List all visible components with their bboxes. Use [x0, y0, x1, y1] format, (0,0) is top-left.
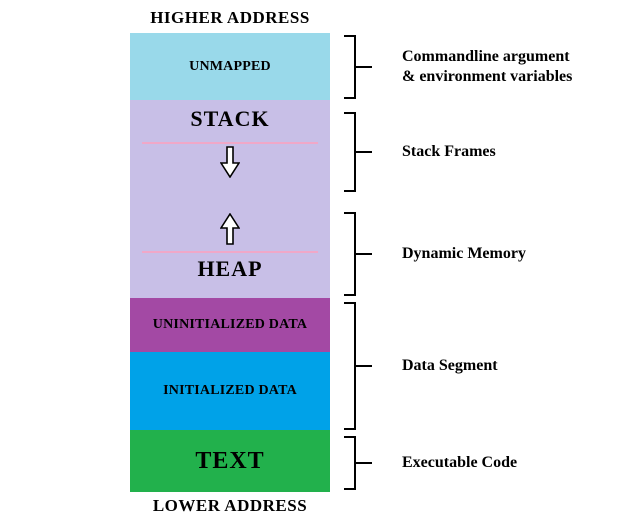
annotation-unmapped: Commandline argument & environment varia…: [344, 35, 572, 99]
annotation-stack-frames: Stack Frames: [344, 112, 496, 192]
bracket-tick: [354, 66, 372, 68]
up-arrow-icon: [220, 213, 240, 245]
annotation-unmapped-line1: Commandline argument: [402, 48, 570, 65]
block-stack-heap: STACK HEAP: [130, 100, 330, 298]
uninitialized-data-label: UNINITIALIZED DATA: [152, 317, 308, 332]
down-arrow-icon: [220, 146, 240, 178]
heap-label: HEAP: [197, 256, 263, 281]
unmapped-label: UNMAPPED: [189, 58, 271, 74]
bracket-icon: [344, 112, 372, 192]
stack-divider-line: [142, 142, 318, 144]
bracket-icon: [344, 212, 372, 296]
bracket-icon: [344, 302, 372, 430]
bracket-icon: [344, 436, 372, 490]
annotation-data-segment: Data Segment: [344, 302, 498, 430]
annotation-dynamic-memory: Dynamic Memory: [344, 212, 526, 296]
heap-divider-line: [142, 251, 318, 253]
lower-address-label: LOWER ADDRESS: [152, 496, 308, 515]
higher-address-label: HIGHER ADDRESS: [150, 8, 310, 27]
annotation-executable-code: Executable Code: [344, 436, 517, 490]
bracket-tick: [354, 253, 372, 255]
annotation-executable-code-label: Executable Code: [402, 454, 518, 471]
annotation-dynamic-memory-label: Dynamic Memory: [402, 245, 526, 262]
bracket-tick: [354, 462, 372, 464]
stack-label: STACK: [190, 106, 270, 131]
memory-column: UNMAPPED STACK HEAP UNINITIALIZED DATA I…: [130, 33, 330, 492]
block-text-segment: TEXT: [130, 430, 330, 492]
bracket-tick: [354, 151, 372, 153]
initialized-data-label: INITIALIZED DATA: [163, 383, 297, 398]
text-segment-label: TEXT: [195, 447, 265, 474]
bracket-icon: [344, 35, 372, 99]
block-unmapped: UNMAPPED: [130, 33, 330, 100]
annotation-unmapped-label: Commandline argument & environment varia…: [402, 47, 572, 87]
block-initialized-data: INITIALIZED DATA: [130, 352, 330, 430]
bracket-tick: [354, 365, 372, 367]
annotation-stack-frames-label: Stack Frames: [402, 143, 496, 160]
annotation-unmapped-line2: & environment variables: [402, 68, 573, 85]
block-uninitialized-data: UNINITIALIZED DATA: [130, 298, 330, 352]
annotation-data-segment-label: Data Segment: [402, 357, 498, 374]
